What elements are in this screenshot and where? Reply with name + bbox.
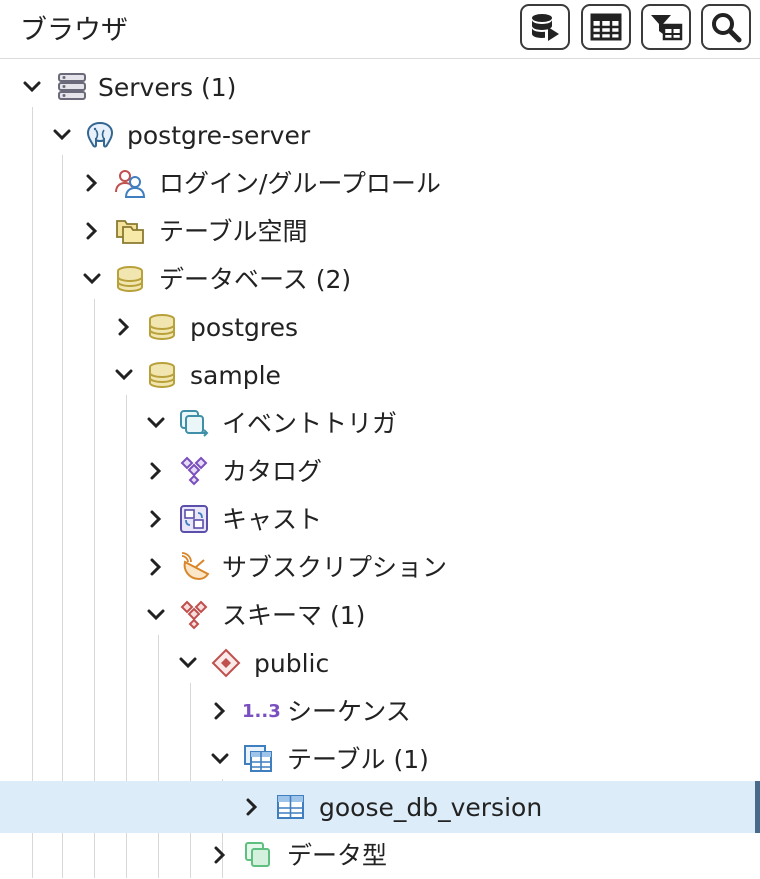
node-label: public bbox=[254, 649, 330, 678]
event-trigger-icon bbox=[180, 410, 209, 437]
chevron-right-icon[interactable] bbox=[82, 173, 102, 193]
node-label: Servers (1) bbox=[98, 73, 237, 102]
table-grid-icon bbox=[590, 13, 622, 41]
node-label: シーケンス bbox=[287, 697, 411, 726]
node-label: カタログ bbox=[222, 457, 323, 486]
node-label: postgre-server bbox=[127, 121, 311, 150]
subscription-dish-icon bbox=[181, 552, 210, 581]
node-label: データベース (2) bbox=[159, 265, 352, 294]
chevron-right-icon[interactable] bbox=[146, 461, 166, 481]
tree-node-sequences[interactable]: 1..3 シーケンス bbox=[0, 687, 760, 735]
indent-guide bbox=[190, 683, 191, 878]
chevron-down-icon[interactable] bbox=[146, 605, 166, 625]
tree-node-casts[interactable]: キャスト bbox=[0, 495, 760, 543]
filter-table-icon bbox=[651, 15, 683, 41]
tree-node-subscriptions[interactable]: サブスクリプション bbox=[0, 543, 760, 591]
tree-node-catalogs[interactable]: カタログ bbox=[0, 447, 760, 495]
tables-icon bbox=[244, 745, 272, 772]
chevron-down-icon[interactable] bbox=[52, 125, 72, 145]
chevron-down-icon[interactable] bbox=[114, 365, 134, 385]
tree-node-servers[interactable]: Servers (1) bbox=[0, 63, 760, 111]
chevron-down-icon[interactable] bbox=[178, 653, 198, 673]
query-tool-button[interactable] bbox=[520, 4, 570, 50]
node-label: イベントトリガ bbox=[222, 409, 398, 438]
indent-guide bbox=[32, 107, 33, 878]
node-label: テーブル (1) bbox=[287, 745, 429, 774]
tree-node-datatypes[interactable]: データ型 bbox=[0, 831, 760, 879]
chevron-down-icon[interactable] bbox=[22, 77, 42, 97]
sequence-icon: 1..3 bbox=[242, 701, 281, 722]
tree-node-login-roles[interactable]: ログイン/グループロール bbox=[0, 159, 760, 207]
node-label: sample bbox=[190, 361, 281, 390]
chevron-down-icon[interactable] bbox=[82, 269, 102, 289]
chevron-right-icon[interactable] bbox=[210, 701, 230, 721]
node-label: キャスト bbox=[222, 505, 323, 534]
tree-node-public-schema[interactable]: public bbox=[0, 639, 760, 687]
node-label: スキーマ (1) bbox=[222, 601, 366, 630]
indent-guide bbox=[62, 155, 63, 878]
chevron-right-icon[interactable] bbox=[114, 317, 134, 337]
tree-node-postgre-server[interactable]: postgre-server bbox=[0, 111, 760, 159]
search-objects-button[interactable] bbox=[701, 4, 751, 50]
table-icon bbox=[277, 795, 304, 819]
tablespace-folder-icon bbox=[116, 220, 144, 244]
search-icon bbox=[712, 13, 742, 43]
indent-guide bbox=[94, 299, 95, 878]
tree-node-db-sample[interactable]: sample bbox=[0, 351, 760, 399]
postgresql-elephant-icon bbox=[86, 121, 114, 148]
tree-node-db-postgres[interactable]: postgres bbox=[0, 303, 760, 351]
chevron-down-icon[interactable] bbox=[210, 749, 230, 769]
database-icon bbox=[149, 314, 175, 341]
login-roles-icon bbox=[115, 170, 146, 198]
node-label: ログイン/グループロール bbox=[159, 169, 441, 198]
node-label: サブスクリプション bbox=[222, 553, 448, 582]
schema-icon bbox=[211, 648, 241, 678]
chevron-right-icon[interactable] bbox=[242, 797, 262, 817]
chevron-right-icon[interactable] bbox=[146, 557, 166, 577]
database-play-icon bbox=[532, 14, 559, 41]
chevron-down-icon[interactable] bbox=[146, 413, 166, 433]
indent-guide bbox=[158, 635, 159, 878]
cast-icon bbox=[180, 505, 208, 533]
catalog-icon bbox=[180, 456, 208, 486]
indent-guide bbox=[126, 395, 127, 878]
data-type-icon bbox=[245, 842, 270, 867]
node-label: テーブル空間 bbox=[159, 217, 308, 246]
tree-node-databases[interactable]: データベース (2) bbox=[0, 255, 760, 303]
chevron-right-icon[interactable] bbox=[146, 509, 166, 529]
node-label: goose_db_version bbox=[319, 793, 543, 822]
tree-node-tablespaces[interactable]: テーブル空間 bbox=[0, 207, 760, 255]
tree-node-tables[interactable]: テーブル (1) bbox=[0, 735, 760, 783]
panel-title: ブラウザ bbox=[20, 15, 128, 46]
view-data-button[interactable] bbox=[581, 4, 631, 50]
node-label: postgres bbox=[190, 313, 298, 342]
filtered-rows-button[interactable] bbox=[641, 4, 691, 50]
schemas-icon bbox=[180, 600, 208, 630]
databases-icon bbox=[117, 266, 143, 293]
tree-node-event-triggers[interactable]: イベントトリガ bbox=[0, 399, 760, 447]
servers-icon bbox=[58, 73, 86, 100]
node-label: データ型 bbox=[287, 841, 388, 870]
browser-header: ブラウザ bbox=[0, 0, 760, 59]
chevron-right-icon[interactable] bbox=[210, 845, 230, 865]
chevron-right-icon[interactable] bbox=[82, 221, 102, 241]
tree-node-goose-db-version[interactable]: goose_db_version bbox=[0, 781, 760, 833]
object-tree: Servers (1) postgre-server ログイン/グループロール … bbox=[0, 59, 760, 878]
database-icon bbox=[149, 362, 175, 389]
tree-node-schemas[interactable]: スキーマ (1) bbox=[0, 591, 760, 639]
